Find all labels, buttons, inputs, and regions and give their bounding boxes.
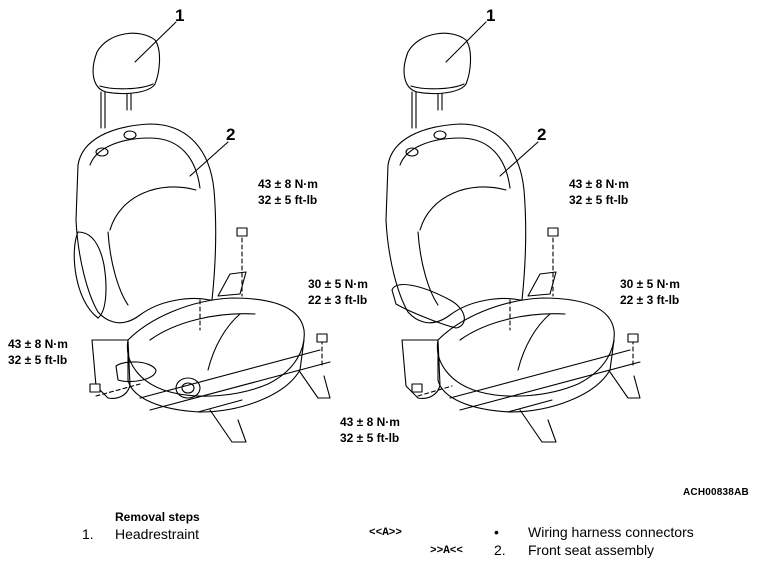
step-1-label: Headrestraint	[115, 526, 200, 542]
right-armrest	[391, 284, 465, 329]
figure-code: ACH00838AB	[683, 487, 749, 498]
right-front-torque-nm: 43 ± 8 N·m	[340, 415, 400, 429]
step-2-label: Front seat assembly	[528, 542, 655, 558]
left-seat-rails	[139, 349, 331, 443]
left-rear-torque-nm: 30 ± 5 N·m	[308, 277, 368, 291]
removal-steps-heading: Removal steps	[115, 510, 200, 524]
left-backrest-torque-nm: 43 ± 8 N·m	[258, 177, 318, 191]
step-bullet-marker: •	[494, 524, 499, 540]
right-bolts	[411, 227, 639, 393]
right-bolt-guides	[417, 237, 634, 397]
right-callout-2: 2	[537, 125, 547, 144]
right-rear-torque-ftlb: 22 ± 3 ft-lb	[620, 293, 680, 307]
left-callout-1: 1	[175, 6, 185, 25]
left-callout-2: 2	[226, 125, 236, 144]
right-side-panel	[401, 339, 441, 399]
right-headrestraint	[403, 32, 472, 129]
left-backrest-torque-ftlb: 32 ± 5 ft-lb	[258, 193, 318, 207]
step-2-note: >>A<<	[430, 545, 464, 557]
right-backrest-torque-ftlb: 32 ± 5 ft-lb	[569, 193, 629, 207]
left-side-panel	[91, 339, 201, 399]
right-backrest-torque-nm: 43 ± 8 N·m	[569, 177, 629, 191]
left-backrest	[73, 123, 217, 324]
step-bullet-label: Wiring harness connectors	[528, 524, 694, 540]
left-bolts	[89, 227, 328, 393]
right-front-torque-ftlb: 32 ± 5 ft-lb	[340, 431, 400, 445]
left-seat-drawing	[73, 21, 331, 443]
left-leaders	[134, 21, 229, 177]
left-front-torque-nm: 43 ± 8 N·m	[8, 337, 68, 351]
step-2-number: 2.	[494, 542, 506, 558]
right-rear-torque-nm: 30 ± 5 N·m	[620, 277, 680, 291]
left-rear-torque-ftlb: 22 ± 3 ft-lb	[308, 293, 368, 307]
right-backrest	[385, 123, 527, 324]
right-leaders	[445, 21, 539, 177]
right-seat-drawing	[385, 21, 641, 443]
step-1-number: 1.	[82, 526, 94, 542]
left-seatbelt-buckle	[217, 271, 247, 297]
left-bolt-guides	[95, 237, 323, 397]
right-seatbelt-buckle	[527, 271, 557, 297]
right-callout-1: 1	[486, 6, 496, 25]
left-headrestraint	[92, 32, 161, 129]
left-front-torque-ftlb: 32 ± 5 ft-lb	[8, 353, 68, 367]
left-cushion	[126, 297, 305, 413]
step-bullet-note: <<A>>	[369, 527, 403, 539]
right-seat-rails	[449, 349, 641, 443]
